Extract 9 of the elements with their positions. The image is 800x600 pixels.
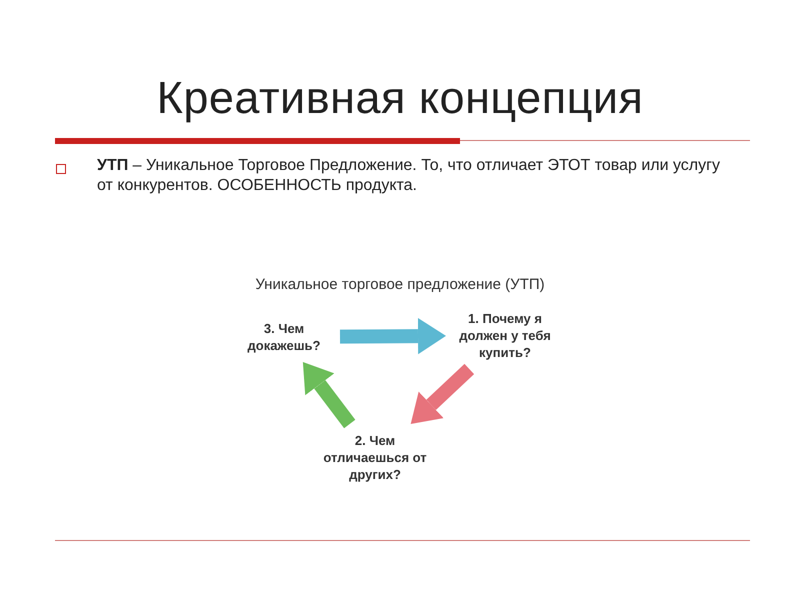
arrow bbox=[410, 364, 474, 424]
question-text: 2. Чем отличаешься от других? bbox=[318, 424, 432, 491]
arrow bbox=[302, 362, 356, 428]
question-text: 3. Чем докажешь? bbox=[228, 312, 340, 362]
bullet-text: УТП – Уникальное Торговое Предложение. То, что отличает ЭТОТ товар или услугу от конкурентов. ОСОБЕННОСТЬ продукта. bbox=[97, 156, 721, 196]
slide-title: Креативная концепция bbox=[156, 72, 644, 124]
diagram-heading: Уникальное торговое предложение (УТП) bbox=[254, 276, 546, 293]
arrow bbox=[340, 318, 446, 354]
question-text: 1. Почему я должен у тебя купить? bbox=[446, 302, 564, 369]
